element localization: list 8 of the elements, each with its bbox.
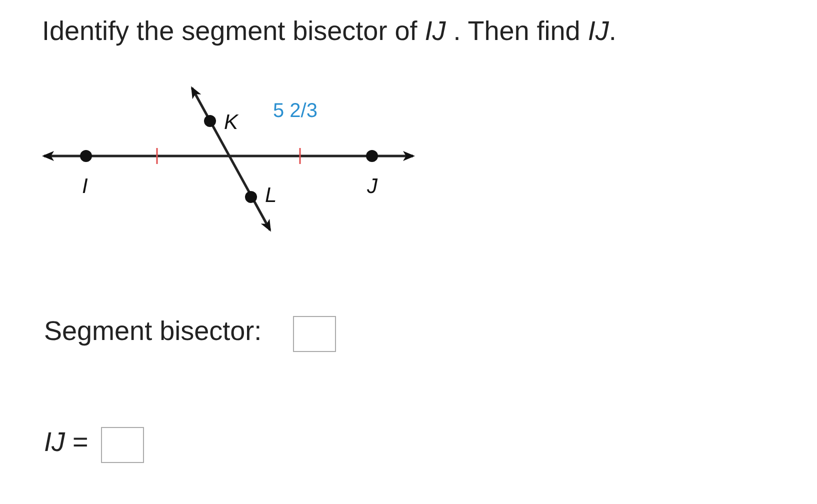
point-label: J <box>367 176 378 197</box>
prompt-text: Segment bisector: <box>44 316 262 347</box>
question-text: Identify the segment bisector of IJ . Then find IJ. <box>42 16 616 47</box>
point-label: K <box>224 112 238 133</box>
point-label: I <box>82 176 88 197</box>
measure-label: 5 2/3 <box>273 100 318 123</box>
prompt-text: IJ = <box>44 427 88 458</box>
point-label: L <box>265 185 277 206</box>
